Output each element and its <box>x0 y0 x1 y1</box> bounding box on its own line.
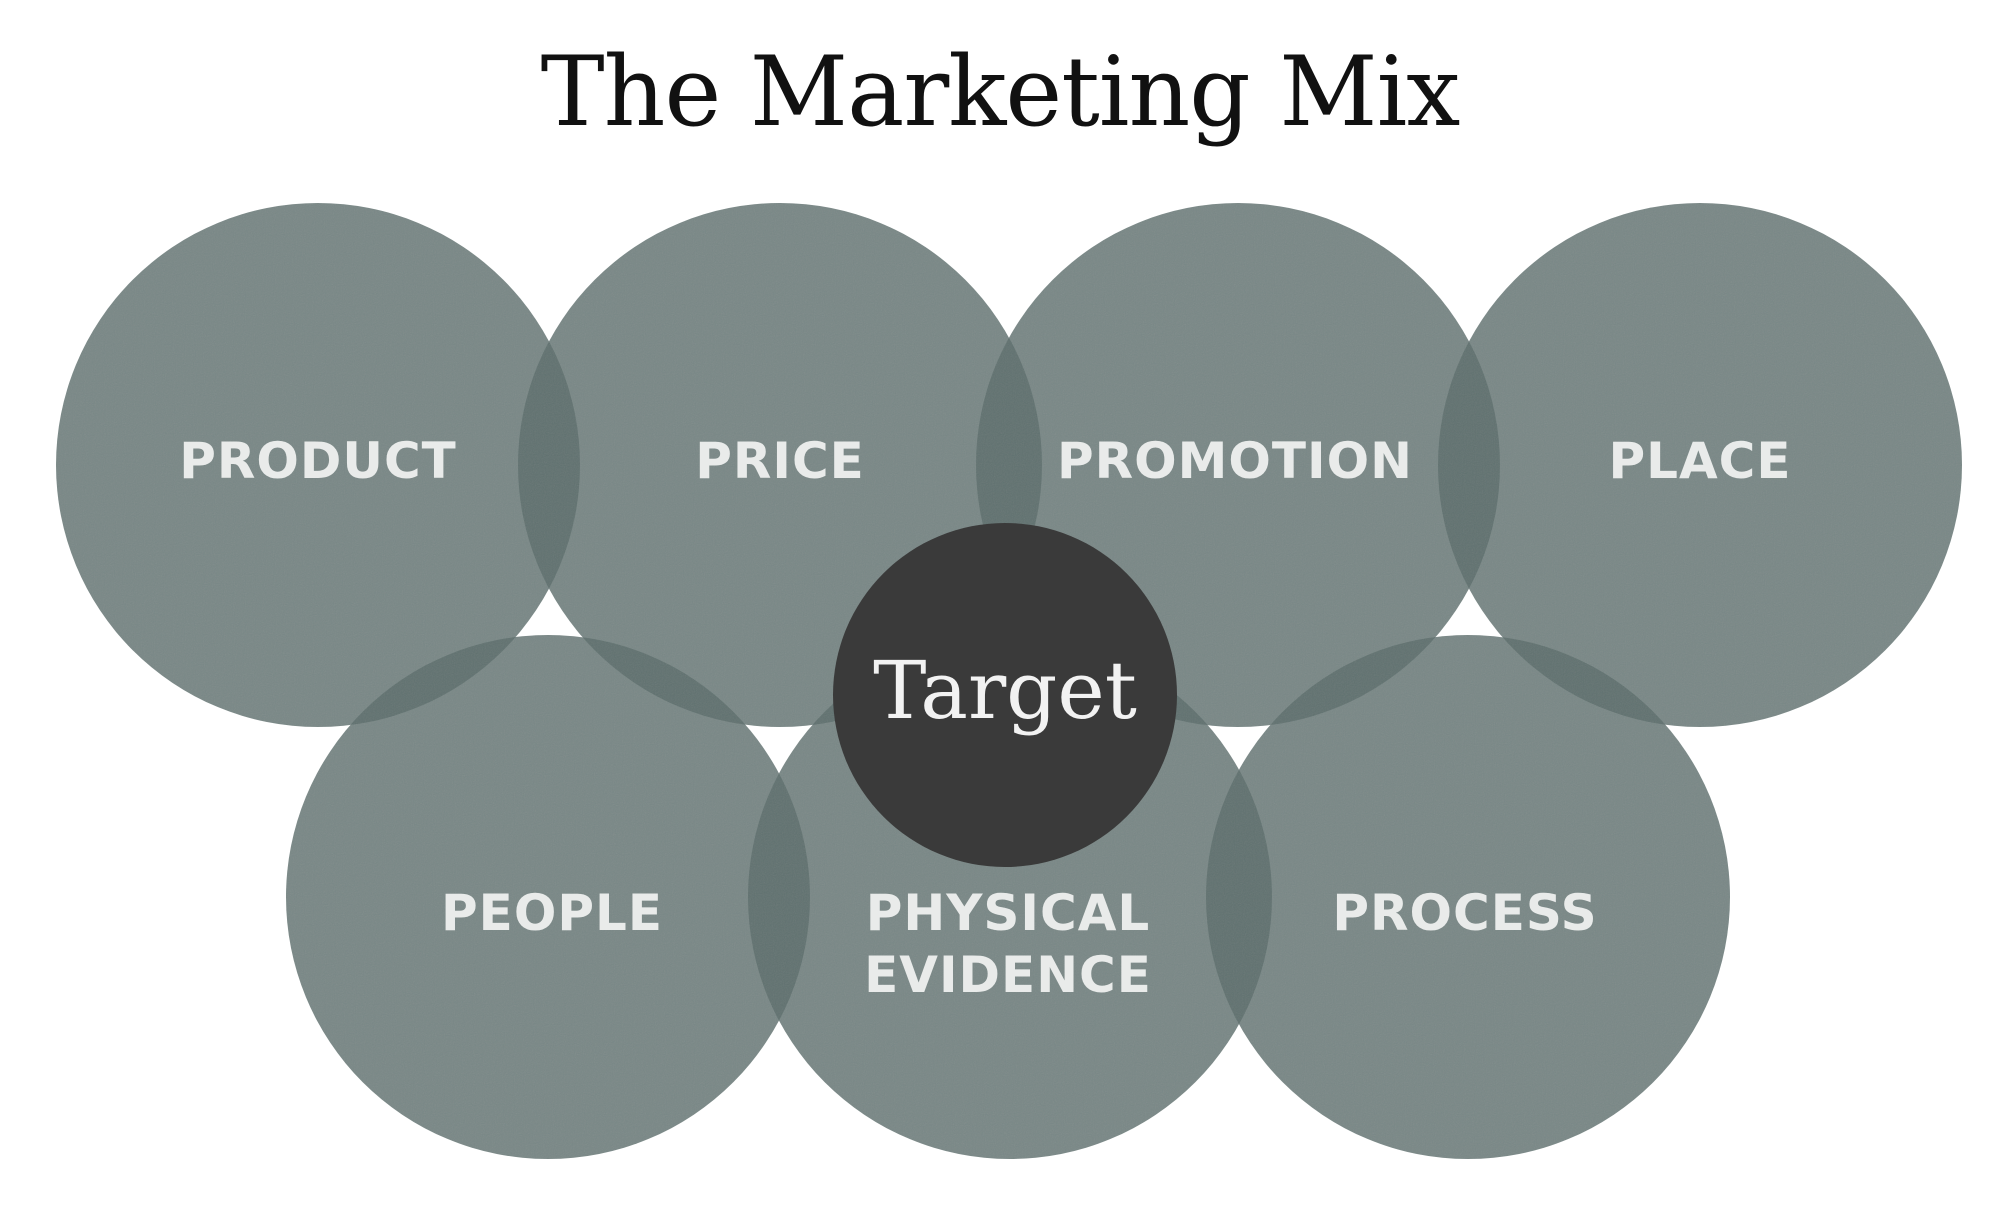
label-evidence: EVIDENCE <box>864 946 1152 1004</box>
circle-target <box>833 523 1177 867</box>
label-physical: PHYSICAL <box>866 884 1151 942</box>
circle-product <box>56 203 580 727</box>
label-target: Target <box>873 644 1137 737</box>
label-promotion: PROMOTION <box>1057 432 1413 490</box>
diagram-title: The Marketing Mix <box>540 36 1461 148</box>
label-place: PLACE <box>1608 432 1791 490</box>
circle-process <box>1206 635 1730 1159</box>
circle-people <box>286 635 810 1159</box>
label-product: PRODUCT <box>179 432 457 490</box>
circle-place <box>1438 203 1962 727</box>
label-price: PRICE <box>695 432 865 490</box>
label-people: PEOPLE <box>441 884 663 942</box>
label-process: PROCESS <box>1332 884 1597 942</box>
